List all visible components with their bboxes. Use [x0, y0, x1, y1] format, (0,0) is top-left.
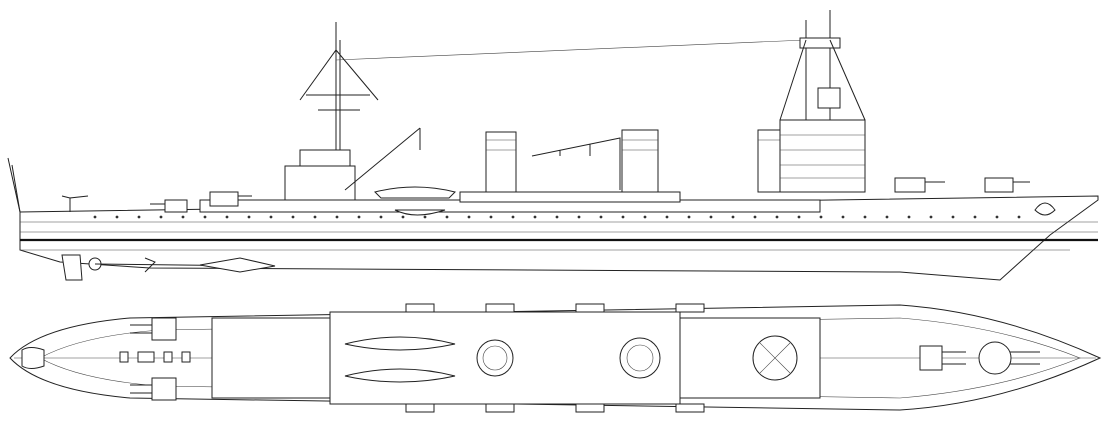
aft-turret-2	[209, 191, 252, 207]
porthole	[247, 215, 251, 219]
sponson	[485, 303, 515, 313]
porthole	[379, 215, 383, 219]
plan-boat-1	[344, 336, 456, 351]
porthole	[357, 215, 361, 219]
sponson	[675, 403, 705, 413]
porthole	[335, 215, 339, 219]
midship-crane	[344, 127, 421, 191]
aft-superstructure	[211, 317, 333, 399]
porthole	[445, 215, 449, 219]
porthole	[203, 215, 207, 219]
sponsons	[405, 303, 705, 413]
aft-turret-1	[150, 199, 188, 213]
plan-funnel-aft	[476, 339, 514, 377]
plan-view	[9, 303, 1102, 413]
porthole	[621, 215, 625, 219]
sponson	[675, 303, 705, 313]
plan-forward-turret-2	[978, 341, 1040, 375]
porthole	[665, 215, 669, 219]
porthole	[907, 215, 911, 219]
porthole	[797, 215, 801, 219]
third-funnel	[757, 129, 781, 193]
forward-turret-1	[894, 177, 945, 193]
porthole	[181, 215, 185, 219]
aft-funnel	[485, 131, 517, 193]
derrick	[531, 137, 621, 190]
porthole	[511, 215, 515, 219]
sponson	[405, 403, 435, 413]
porthole	[467, 215, 471, 219]
porthole	[313, 215, 317, 219]
porthole	[599, 215, 603, 219]
porthole	[973, 215, 977, 219]
plan-forward-turret-1	[919, 345, 966, 371]
porthole	[951, 215, 955, 219]
porthole	[137, 215, 141, 219]
sponson	[575, 303, 605, 313]
porthole	[841, 215, 845, 219]
porthole	[93, 215, 97, 219]
portholes	[93, 215, 1021, 219]
porthole	[401, 215, 405, 219]
fore-superstructure	[679, 317, 821, 399]
porthole	[885, 215, 889, 219]
porthole	[159, 215, 163, 219]
forward-turret-2	[984, 177, 1030, 193]
porthole	[995, 215, 999, 219]
fore-funnel	[621, 129, 659, 193]
porthole	[731, 215, 735, 219]
anchor	[1034, 202, 1056, 216]
porthole	[819, 215, 823, 219]
porthole	[489, 215, 493, 219]
side-profile-view	[7, 10, 1099, 281]
porthole	[225, 215, 229, 219]
boat-2	[394, 209, 446, 216]
aft-mast	[284, 22, 807, 201]
porthole	[269, 215, 273, 219]
sponson	[575, 403, 605, 413]
porthole	[115, 215, 119, 219]
porthole	[863, 215, 867, 219]
porthole	[291, 215, 295, 219]
plan-aft-turret-1	[130, 317, 177, 341]
plan-funnel-fore	[619, 337, 661, 379]
porthole	[929, 215, 933, 219]
porthole	[577, 215, 581, 219]
porthole	[423, 215, 427, 219]
sponson	[485, 403, 515, 413]
porthole	[643, 215, 647, 219]
boat-1	[374, 186, 456, 199]
forward-tower	[779, 10, 866, 193]
porthole	[1017, 215, 1021, 219]
plan-aft-turret-2	[130, 377, 177, 401]
plan-boat-2	[344, 368, 456, 383]
porthole	[775, 215, 779, 219]
porthole	[533, 215, 537, 219]
sponson	[405, 303, 435, 313]
porthole	[709, 215, 713, 219]
aft-crane	[61, 195, 89, 212]
stern-gear	[61, 254, 276, 281]
shaft-bracket	[199, 257, 276, 273]
porthole	[555, 215, 559, 219]
deck-hatches	[119, 351, 191, 363]
porthole	[753, 215, 757, 219]
porthole	[687, 215, 691, 219]
hull-profile	[11, 164, 1099, 281]
